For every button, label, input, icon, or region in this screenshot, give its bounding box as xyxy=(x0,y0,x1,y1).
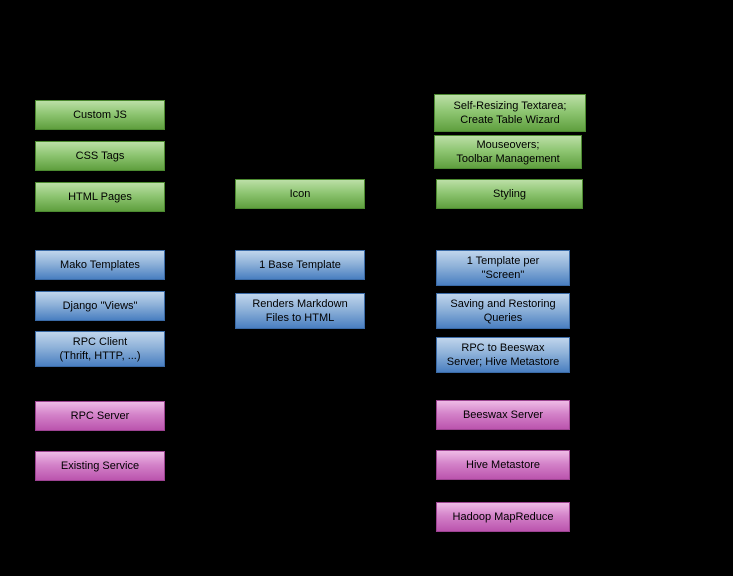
box-rpc-client: RPC Client (Thrift, HTTP, ...) xyxy=(35,331,165,367)
box-rpc-to-beeswax: RPC to Beeswax Server; Hive Metastore xyxy=(436,337,570,373)
box-django-views: Django "Views" xyxy=(35,291,165,321)
box-styling: Styling xyxy=(436,179,583,209)
box-custom-js: Custom JS xyxy=(35,100,165,130)
box-rpc-server: RPC Server xyxy=(35,401,165,431)
box-html-pages: HTML Pages xyxy=(35,182,165,212)
box-hadoop-mapreduce: Hadoop MapReduce xyxy=(436,502,570,532)
box-saving-restoring-queries: Saving and Restoring Queries xyxy=(436,293,570,329)
box-existing-service: Existing Service xyxy=(35,451,165,481)
box-mouseovers: Mouseovers; Toolbar Management xyxy=(434,135,582,169)
box-1-template-per-screen: 1 Template per "Screen" xyxy=(436,250,570,286)
box-self-resizing-textarea: Self-Resizing Textarea; Create Table Wiz… xyxy=(434,94,586,132)
box-mako-templates: Mako Templates xyxy=(35,250,165,280)
box-css-tags: CSS Tags xyxy=(35,141,165,171)
box-beeswax-server: Beeswax Server xyxy=(436,400,570,430)
box-hive-metastore: Hive Metastore xyxy=(436,450,570,480)
box-icon: Icon xyxy=(235,179,365,209)
box-1-base-template: 1 Base Template xyxy=(235,250,365,280)
box-renders-markdown: Renders Markdown Files to HTML xyxy=(235,293,365,329)
